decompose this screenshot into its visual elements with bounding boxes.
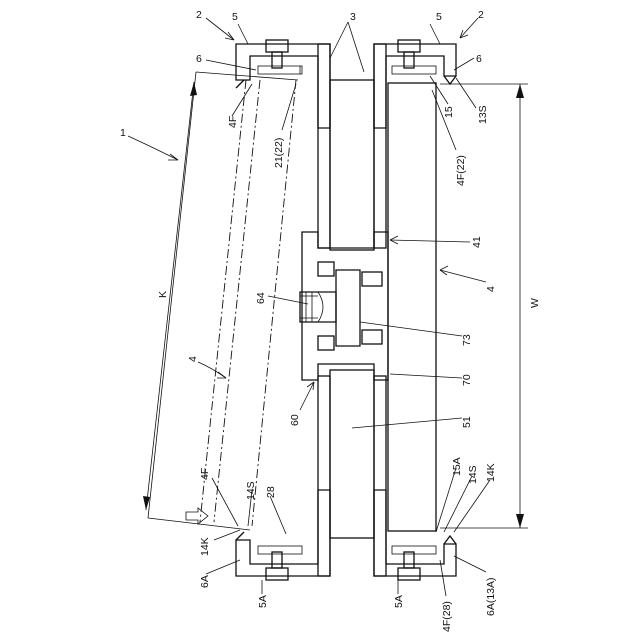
label-64: 64 <box>255 292 267 304</box>
hollow-arrow <box>186 508 208 524</box>
label-5A-right: 5A <box>393 595 405 608</box>
label-70: 70 <box>461 374 473 386</box>
label-14K-right: 14K <box>485 463 497 482</box>
label-14S-right: 14S <box>467 465 479 484</box>
label-4-right: 4 <box>485 286 497 292</box>
label-73: 73 <box>461 334 473 346</box>
label-14S-left: 14S <box>245 481 257 500</box>
label-K: K <box>157 291 169 298</box>
label-5-left: 5 <box>232 11 238 23</box>
label-6-left: 6 <box>196 53 202 65</box>
label-60: 60 <box>289 414 301 426</box>
top-left-clip <box>236 40 330 128</box>
label-15: 15 <box>443 106 455 118</box>
label-W: W <box>529 298 541 308</box>
label-5-right: 5 <box>436 11 442 23</box>
label-14K-left: 14K <box>199 537 211 556</box>
label-51: 51 <box>461 416 473 428</box>
label-4F-bottom: 4F <box>199 468 211 480</box>
label-13S: 13S <box>477 105 489 124</box>
frame-3-right-wall-lower <box>374 376 386 576</box>
label-41: 41 <box>471 236 483 248</box>
label-2-right: 2 <box>478 9 484 21</box>
label-5A-left: 5A <box>257 595 269 608</box>
label-4F-22: 4F(22) <box>455 155 467 186</box>
label-15A: 15A <box>451 457 463 476</box>
label-4F-top: 4F <box>227 116 239 128</box>
central-fastener-60 <box>300 232 388 380</box>
frame-3-left-wall-lower <box>318 376 330 576</box>
dimension-k <box>143 82 197 510</box>
panel-4-right <box>388 83 436 531</box>
core-upper <box>330 80 374 250</box>
label-3: 3 <box>350 11 356 23</box>
label-6-right: 6 <box>476 53 482 65</box>
label-6A-13A: 6A(13A) <box>485 577 497 616</box>
core-lower <box>330 370 374 538</box>
frame-3-left-wall <box>318 44 330 248</box>
label-4F-28: 4F(28) <box>441 601 453 632</box>
label-6A: 6A <box>199 575 211 588</box>
frame-3-right-wall <box>374 44 386 248</box>
label-4-left: 4 <box>187 356 199 362</box>
label-1: 1 <box>120 127 126 139</box>
label-28: 28 <box>265 486 277 498</box>
label-21-22: 21(22) <box>273 138 285 168</box>
label-2-left: 2 <box>196 9 202 21</box>
